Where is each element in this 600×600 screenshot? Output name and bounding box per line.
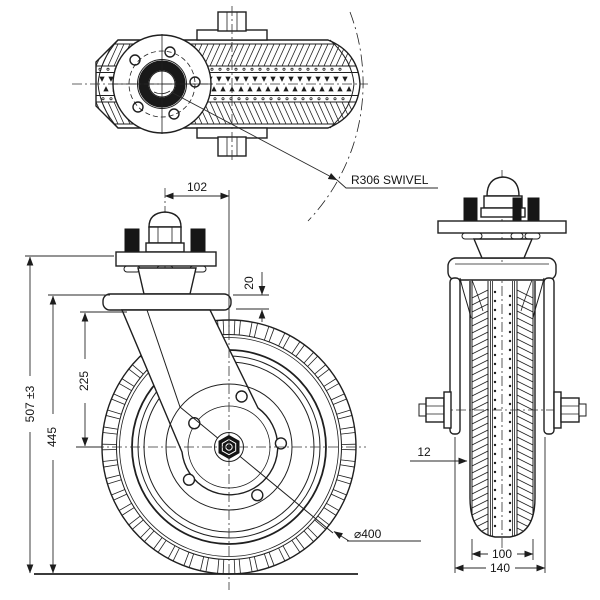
dim-507: 507 ±3 [23,255,114,574]
side-axle-left [418,391,452,429]
dim-102: 102 [164,180,230,335]
front-view [34,188,366,590]
swivel-radius-arc [307,11,364,222]
side-tire-outline [469,281,536,538]
top-wheel-end-arc-right [329,39,355,129]
side-stud-1 [463,197,478,222]
front-kingpin-nut [145,211,185,253]
top-bolt-holes [129,46,201,120]
dim-507-label: 507 ±3 [23,385,37,422]
dim-445-label: 445 [45,427,59,447]
side-stud-2 [512,197,522,222]
dim-225-label: 225 [77,371,91,391]
side-fork-leg-right [543,277,555,435]
side-underplate-nuts [461,232,541,240]
side-view [418,170,587,556]
dim-400: ⌀400 [333,527,421,542]
side-tread-dots [493,290,512,532]
front-stud-left [124,228,140,253]
dim-102-label: 102 [187,180,207,194]
side-tread-structure [471,281,534,537]
front-stud-right [190,228,206,253]
side-fork-leg-left [449,277,461,435]
top-view [72,6,368,222]
dim-100: 100 [471,539,534,561]
front-fork-crown [102,293,232,311]
side-axle-right [553,391,587,429]
front-leg-edge-line [146,309,181,408]
dim-20-label: 20 [242,276,256,290]
swivel-note: R306 SWIVEL [170,91,438,189]
side-tread-hatch [471,289,534,537]
front-swivel-body [137,267,197,295]
dim-400-label: ⌀400 [354,527,382,541]
front-top-plate [115,251,217,267]
dimensions: 102 20 507 ±3 445 [23,180,546,575]
side-top-plate [437,220,567,234]
dim-20: 20 [233,272,269,322]
dim-140-label: 140 [490,561,510,575]
side-stud-3 [527,197,540,222]
dim-12: 12 [410,445,468,465]
dim-445: 445 [45,294,110,574]
dim-12-label: 12 [417,445,431,459]
dim-140: 140 [454,437,546,575]
dim-100-label: 100 [492,547,512,561]
front-leg-diagonal [179,406,334,534]
side-swivel-body [472,238,534,259]
swivel-note-label: R306 SWIVEL [351,173,429,187]
dim-225: 225 [76,311,127,448]
top-axle-top [196,11,268,41]
